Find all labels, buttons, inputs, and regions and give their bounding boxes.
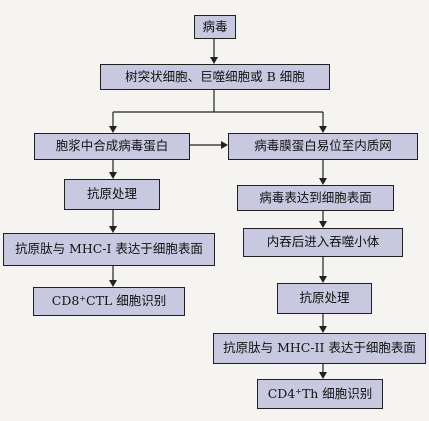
node-mhc1: 抗原肽与 MHC-I 表达于细胞表面: [3, 233, 215, 266]
node-membrane-er: 病毒膜蛋白易位至内质网: [228, 133, 418, 160]
arrowhead: [319, 276, 327, 283]
node-endocytosis-label: 内吞后进入吞噬小体: [266, 234, 380, 250]
node-mhc1-label: 抗原肽与 MHC-I 表达于细胞表面: [15, 241, 203, 257]
node-virus: 病毒: [194, 15, 236, 39]
cd8-superscript: +: [79, 294, 87, 304]
node-processing-left: 抗原处理: [64, 179, 160, 210]
node-apc-label: 树突状细胞、巨噬细胞或 B 细胞: [125, 68, 305, 84]
arrowhead: [221, 141, 228, 149]
arrowhead: [109, 226, 117, 233]
arrowhead: [319, 326, 327, 333]
node-processing-left-label: 抗原处理: [86, 186, 137, 202]
node-mhc2-label: 抗原肽与 MHC-II 表达于细胞表面: [223, 340, 416, 356]
node-processing-right-label: 抗原处理: [299, 290, 350, 306]
node-virus-label: 病毒: [202, 18, 228, 34]
cd4-superscript: +: [295, 386, 302, 396]
cd4-recognition-text: Th 细胞识别: [301, 385, 373, 401]
node-processing-right: 抗原处理: [277, 283, 372, 314]
node-cd4-label: CD4+Th 细胞识别: [267, 385, 373, 401]
node-cd8-recognition: CD8+CTL 细胞识别: [33, 287, 185, 316]
node-cyto-synthesis: 胞浆中合成病毒蛋白: [34, 133, 190, 160]
arrowhead: [319, 126, 327, 133]
arrowhead: [319, 372, 327, 379]
node-mhc2: 抗原肽与 MHC-II 表达于细胞表面: [213, 333, 426, 364]
cd4-text: CD4: [267, 385, 296, 401]
arrowhead: [109, 172, 117, 179]
node-express-surface: 病毒表达到细胞表面: [237, 185, 394, 211]
node-cd4-recognition: CD4+Th 细胞识别: [257, 379, 383, 409]
arrowhead: [319, 178, 327, 185]
cd8-text: CD8: [51, 293, 80, 309]
arrowhead: [109, 280, 117, 287]
arrowhead: [210, 57, 218, 64]
node-apc: 树突状细胞、巨噬细胞或 B 细胞: [100, 64, 330, 90]
node-membrane-er-label: 病毒膜蛋白易位至内质网: [254, 138, 392, 154]
cd8-recognition-text: CTL 细胞识别: [86, 293, 167, 309]
arrowhead: [319, 221, 327, 228]
node-cyto-synthesis-label: 胞浆中合成病毒蛋白: [55, 138, 169, 154]
arrowhead: [109, 126, 117, 133]
node-cd8-label: CD8+CTL 细胞识别: [52, 295, 166, 308]
node-endocytosis: 内吞后进入吞噬小体: [243, 228, 403, 257]
node-express-surface-label: 病毒表达到细胞表面: [259, 189, 372, 205]
